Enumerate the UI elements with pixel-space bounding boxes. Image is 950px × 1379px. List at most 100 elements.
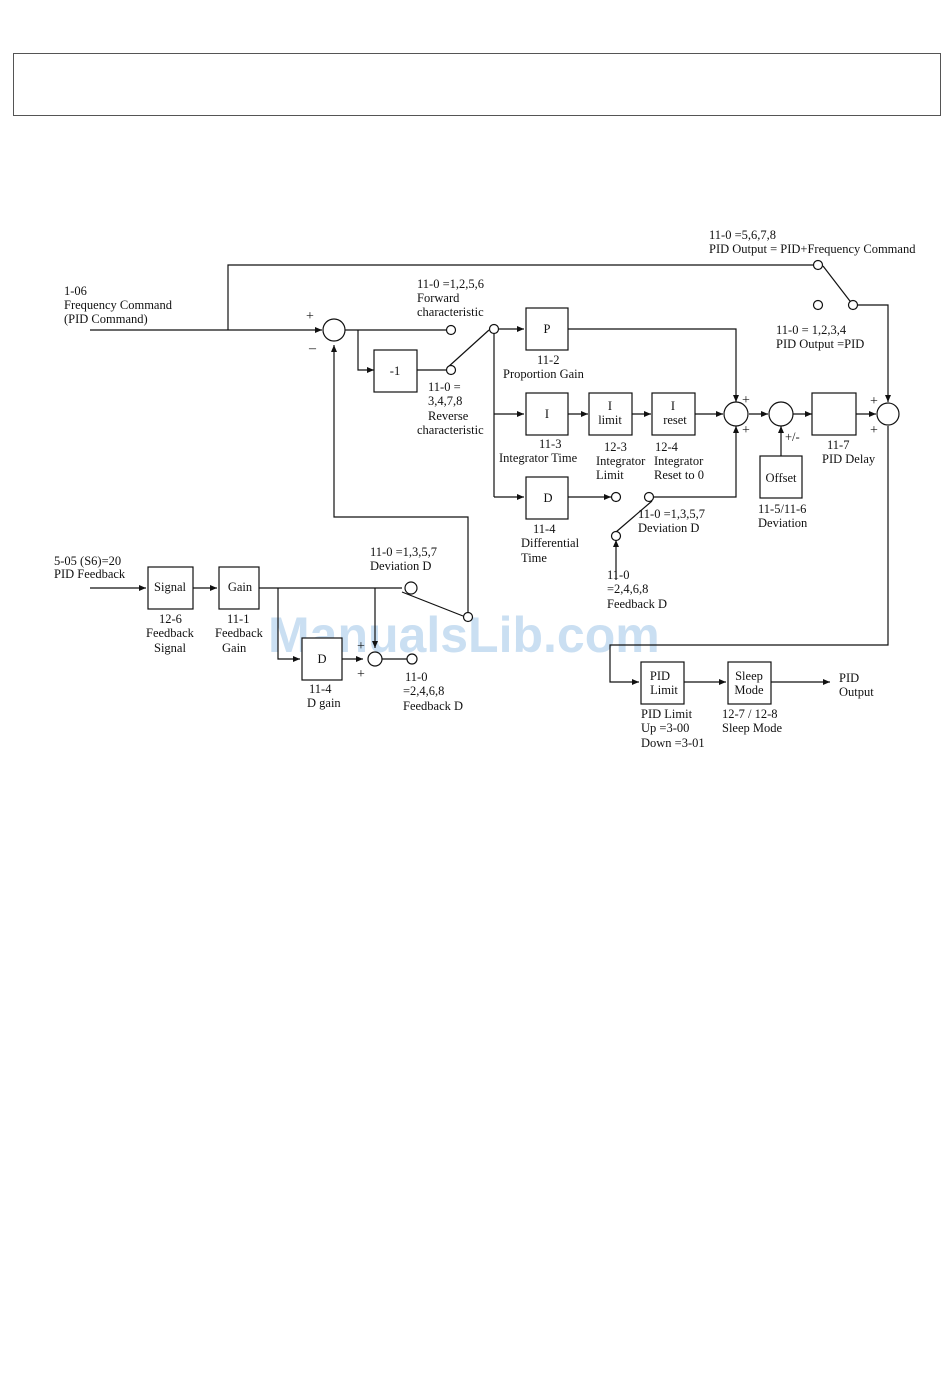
svg-text:PID: PID bbox=[650, 669, 670, 683]
svg-text:PID Delay: PID Delay bbox=[822, 452, 876, 466]
svg-text:12-3: 12-3 bbox=[604, 440, 627, 454]
svg-text:Time: Time bbox=[521, 551, 547, 565]
label-pid-limit: PID Limit Up =3-00 Down =3-01 bbox=[641, 707, 705, 750]
label-offset-deviation: 11-5/11-6 Deviation bbox=[758, 502, 808, 530]
block-i-reset: I reset bbox=[651, 392, 696, 436]
wires bbox=[90, 264, 891, 685]
svg-text:PID Limit: PID Limit bbox=[641, 707, 693, 721]
svg-text:Limit: Limit bbox=[650, 683, 678, 697]
svg-text:Integrator: Integrator bbox=[596, 454, 646, 468]
svg-text:11-0: 11-0 bbox=[607, 568, 629, 582]
svg-text:Up =3-00: Up =3-00 bbox=[641, 721, 689, 735]
svg-text:Signal: Signal bbox=[154, 641, 186, 655]
svg-text:Integrator Time: Integrator Time bbox=[499, 451, 578, 465]
svg-text:Proportion Gain: Proportion Gain bbox=[503, 367, 585, 381]
svg-text:-1: -1 bbox=[390, 364, 400, 378]
svg-text:12-6: 12-6 bbox=[159, 612, 182, 626]
svg-text:11-0 =1,3,5,7: 11-0 =1,3,5,7 bbox=[638, 507, 705, 521]
label-sleep-mode: 12-7 / 12-8 Sleep Mode bbox=[722, 707, 783, 735]
svg-text:11-4: 11-4 bbox=[533, 522, 556, 536]
svg-text:11-0 =5,6,7,8: 11-0 =5,6,7,8 bbox=[709, 228, 776, 242]
svg-text:+: + bbox=[870, 423, 878, 438]
label-reverse: 11-0 = 3,4,7,8 Reverse characteristic bbox=[417, 380, 484, 437]
svg-text:Integrator: Integrator bbox=[654, 454, 704, 468]
block-p: P bbox=[525, 307, 569, 351]
svg-text:=2,4,6,8: =2,4,6,8 bbox=[403, 684, 444, 698]
label-frequency-command: 1-06 Frequency Command (PID Command) bbox=[64, 284, 173, 326]
block-signal: Signal bbox=[147, 566, 194, 610]
svg-text:+: + bbox=[870, 394, 878, 409]
block-offset: Offset bbox=[759, 455, 803, 499]
svg-text:11-2: 11-2 bbox=[537, 353, 559, 367]
svg-text:Mode: Mode bbox=[734, 683, 764, 697]
svg-text:11-4: 11-4 bbox=[309, 682, 332, 696]
label-pid-feedback: 5-05 (S6)=20 PID Feedback bbox=[54, 554, 126, 581]
svg-text:11-0: 11-0 bbox=[405, 670, 427, 684]
svg-text:limit: limit bbox=[598, 413, 622, 427]
svg-text:+: + bbox=[742, 393, 750, 408]
svg-text:12-7 / 12-8: 12-7 / 12-8 bbox=[722, 707, 778, 721]
block-pid-delay bbox=[811, 392, 857, 436]
svg-text:11-1: 11-1 bbox=[227, 612, 249, 626]
svg-text:PID Output = PID+Frequency Com: PID Output = PID+Frequency Command bbox=[709, 242, 916, 256]
svg-text:PID Feedback: PID Feedback bbox=[54, 567, 126, 581]
svg-text:+: + bbox=[357, 639, 365, 654]
svg-text:+: + bbox=[357, 667, 365, 682]
svg-text:Sleep: Sleep bbox=[735, 669, 763, 683]
header-box bbox=[13, 53, 941, 116]
svg-text:P: P bbox=[544, 322, 551, 336]
summer-offset bbox=[768, 401, 794, 427]
svg-text:11-3: 11-3 bbox=[539, 437, 561, 451]
svg-text:characteristic: characteristic bbox=[417, 423, 484, 437]
label-feedback-signal: 12-6 Feedback Signal bbox=[146, 612, 195, 655]
svg-text:11-0 = 1,2,3,4: 11-0 = 1,2,3,4 bbox=[776, 323, 847, 337]
svg-text:I: I bbox=[545, 407, 549, 421]
svg-text:Reverse: Reverse bbox=[428, 409, 469, 423]
svg-text:12-4: 12-4 bbox=[655, 440, 679, 454]
summer-pid bbox=[723, 401, 749, 427]
svg-text:3,4,7,8: 3,4,7,8 bbox=[428, 394, 462, 408]
svg-text:Feedback: Feedback bbox=[215, 626, 264, 640]
block-i-limit: I limit bbox=[588, 392, 633, 436]
svg-text:Deviation D: Deviation D bbox=[638, 521, 699, 535]
label-integrator-limit: 12-3 Integrator Limit bbox=[596, 440, 646, 482]
label-feedback-gain: 11-1 Feedback Gain bbox=[215, 612, 264, 655]
label-deviation-d-bottom: 11-0 =1,3,5,7 Deviation D bbox=[370, 545, 437, 573]
label-proportion-gain: 11-2 Proportion Gain bbox=[503, 353, 585, 381]
svg-text:11-0 =: 11-0 = bbox=[428, 380, 461, 394]
svg-text:Frequency Command: Frequency Command bbox=[64, 298, 173, 312]
svg-text:Deviation D: Deviation D bbox=[370, 559, 431, 573]
label-integrator-reset: 12-4 Integrator Reset to 0 bbox=[654, 440, 704, 482]
label-differential-time: 11-4 Differential Time bbox=[521, 522, 580, 565]
svg-text:Feedback: Feedback bbox=[146, 626, 195, 640]
svg-text:+/-: +/- bbox=[785, 430, 800, 444]
svg-text:Forward: Forward bbox=[417, 291, 460, 305]
svg-text:Output: Output bbox=[839, 685, 874, 699]
svg-text:I: I bbox=[608, 399, 612, 413]
svg-text:(PID Command): (PID Command) bbox=[64, 312, 148, 326]
label-output-sum: 11-0 =5,6,7,8 PID Output = PID+Frequency… bbox=[709, 228, 916, 256]
svg-text:Limit: Limit bbox=[596, 468, 624, 482]
svg-text:1-06: 1-06 bbox=[64, 284, 87, 298]
block-pid-limit: PID Limit bbox=[640, 661, 685, 705]
svg-text:Signal: Signal bbox=[154, 580, 186, 594]
block-negate: -1 bbox=[373, 349, 418, 393]
label-deviation-d-top: 11-0 =1,3,5,7 Deviation D bbox=[638, 507, 705, 535]
svg-text:Differential: Differential bbox=[521, 536, 580, 550]
svg-text:PID: PID bbox=[839, 671, 859, 685]
svg-text:11-7: 11-7 bbox=[827, 438, 849, 452]
switch-contacts bbox=[404, 259, 859, 665]
svg-text:+: + bbox=[306, 309, 314, 324]
svg-text:Gain: Gain bbox=[228, 580, 253, 594]
summer-feedback bbox=[367, 651, 383, 667]
svg-text:11-0 =1,2,5,6: 11-0 =1,2,5,6 bbox=[417, 277, 484, 291]
block-i: I bbox=[525, 392, 569, 436]
label-feedback-d-top: 11-0 =2,4,6,8 Feedback D bbox=[607, 568, 667, 611]
label-pid-only: 11-0 = 1,2,3,4 PID Output =PID bbox=[776, 323, 864, 351]
svg-text:D gain: D gain bbox=[307, 696, 341, 710]
svg-text:5-05 (S6)=20: 5-05 (S6)=20 bbox=[54, 554, 121, 568]
svg-text:Sleep Mode: Sleep Mode bbox=[722, 721, 783, 735]
svg-text:D: D bbox=[543, 491, 552, 505]
svg-text:–: – bbox=[308, 341, 317, 356]
